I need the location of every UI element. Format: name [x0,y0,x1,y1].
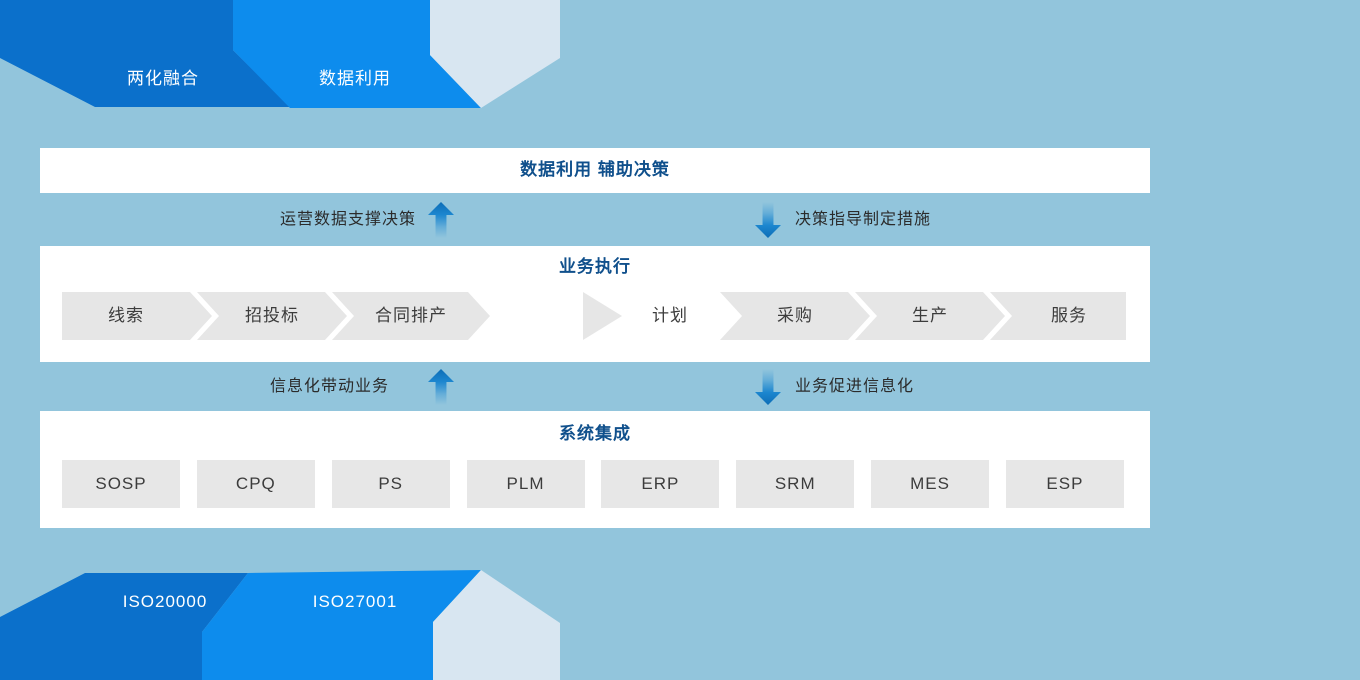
stage-production[interactable]: 生产 [855,292,1005,340]
stage-contract-scheduling[interactable]: 合同排产 [332,292,490,340]
system-box-srm[interactable]: SRM [736,460,855,508]
system-box-plm[interactable]: PLM [466,460,585,508]
integration-bar-title: 系统集成 [559,424,631,443]
stage-service[interactable]: 服务 [990,292,1126,340]
badge-iso20000: ISO20000 [122,592,208,611]
chevron-separator-icon [583,292,622,340]
stage-procurement[interactable]: 采购 [720,292,870,340]
system-box-erp[interactable]: ERP [601,460,720,508]
tab-lianghua-ronghe[interactable]: 两化融合 [127,69,199,88]
arrow-up-icon [428,202,454,238]
flow-row-decision: 运营数据支撑决策 决策指导制定措施 [40,193,1150,246]
flow-row-informatization: 信息化带动业务 业务促进信息化 [40,362,1150,411]
stage-bidding[interactable]: 招投标 [197,292,347,340]
badge-iso27001: ISO27001 [312,592,398,611]
system-box-sosp[interactable]: SOSP [62,460,180,508]
systems-row: SOSP CPQ PS PLM ERP SRM MES ESP [62,460,1124,508]
flow-text-decision-guides-measures: 决策指导制定措施 [795,211,932,228]
system-box-ps[interactable]: PS [331,460,450,508]
arrow-up-icon [428,369,454,405]
flow-text-data-supports-decision: 运营数据支撑决策 [280,211,417,228]
arrow-down-icon [755,369,781,405]
top-ribbon-banner: 两化融合 数据利用 [0,0,560,108]
arrow-down-icon [755,202,781,238]
decision-bar-title: 数据利用 辅助决策 [520,160,670,179]
tab-shuju-liyong[interactable]: 数据利用 [319,69,391,88]
execution-bar-title: 业务执行 [559,257,631,276]
decision-bar: 数据利用 辅助决策 [40,148,1150,193]
execution-bar: 业务执行 线索 招投标 合同排产 计划 采购 生产 服务 [40,246,1150,362]
flow-text-it-drives-business: 信息化带动业务 [270,378,390,395]
system-box-cpq[interactable]: CPQ [196,460,315,508]
system-box-mes[interactable]: MES [871,460,990,508]
flow-text-business-promotes-it: 业务促进信息化 [795,378,915,395]
stage-plan[interactable]: 计划 [652,306,688,325]
system-box-esp[interactable]: ESP [1005,460,1124,508]
integration-bar: 系统集成 SOSP CPQ PS PLM ERP SRM MES ESP [40,411,1150,528]
stage-leads[interactable]: 线索 [62,292,212,340]
bottom-ribbon-banner: ISO20000 ISO27001 [0,560,600,680]
